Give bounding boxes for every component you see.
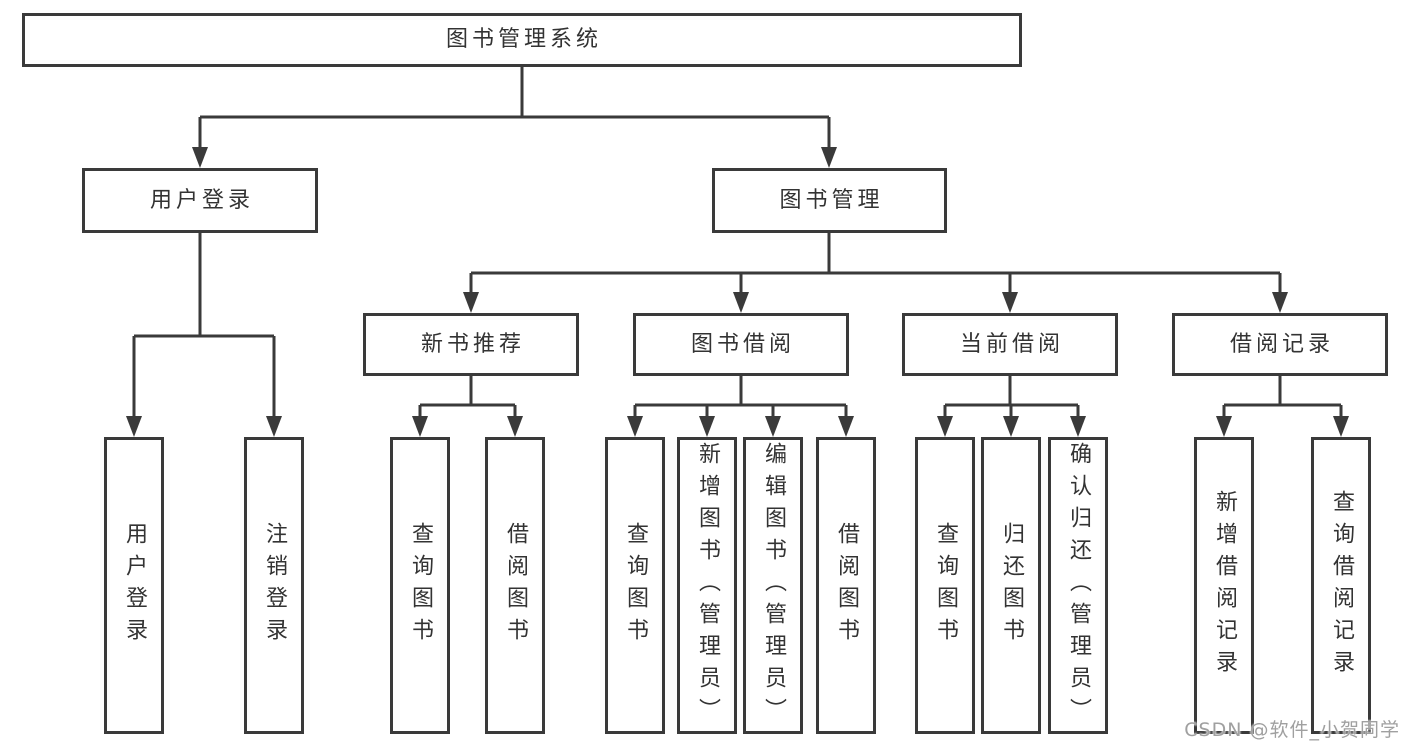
node-query-books-borrowing: 查询图书 [605,437,665,734]
node-user-login: 用户登录 [104,437,164,734]
node-return-books: 归还图书 [981,437,1041,734]
node-borrow-books-borrowing: 借阅图书 [816,437,876,734]
node-current-borrowing: 当前借阅 [902,313,1118,376]
node-query-borrow-record: 查询借阅记录 [1311,437,1371,734]
node-add-borrow-record: 新增借阅记录 [1194,437,1254,734]
node-logout: 注销登录 [244,437,304,734]
node-add-book-admin: 新增图书（管理员） [677,437,737,734]
node-borrowing-records: 借阅记录 [1172,313,1388,376]
node-system-root: 图书管理系统 [22,13,1022,67]
arrowheads [126,147,1349,437]
node-new-book-recommend: 新书推荐 [363,313,579,376]
node-confirm-return-admin: 确认归还（管理员） [1048,437,1108,734]
node-borrow-books-recommend: 借阅图书 [485,437,545,734]
node-query-books-recommend: 查询图书 [390,437,450,734]
node-book-borrowing: 图书借阅 [633,313,849,376]
node-query-books-current: 查询图书 [915,437,975,734]
node-edit-book-admin: 编辑图书（管理员） [743,437,803,734]
watermark-text: CSDN @软件_小贺同学 [1184,719,1400,741]
node-user-login-branch: 用户登录 [82,168,318,233]
node-book-management-branch: 图书管理 [712,168,947,233]
